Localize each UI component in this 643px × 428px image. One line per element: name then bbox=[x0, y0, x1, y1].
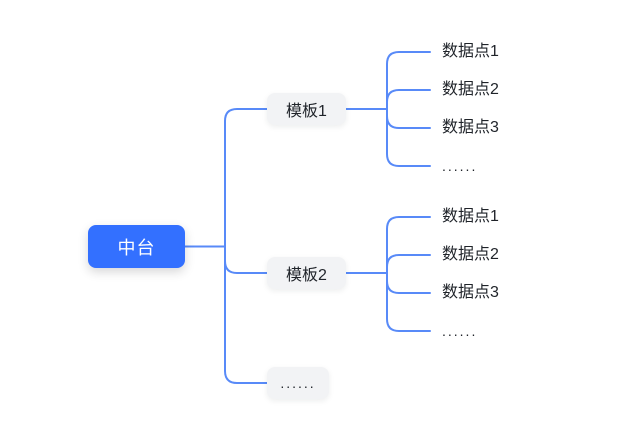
connector-path bbox=[386, 272, 431, 294]
connector-path bbox=[386, 51, 431, 110]
branch-node-3[interactable]: ...... bbox=[267, 367, 329, 399]
connector-path bbox=[224, 245, 268, 274]
connector-path bbox=[224, 245, 268, 384]
connector-path bbox=[386, 254, 431, 274]
leaf-node[interactable]: ...... bbox=[442, 158, 478, 174]
branch-node-1[interactable]: 模板1 bbox=[267, 93, 346, 125]
leaf-node[interactable]: 数据点3 bbox=[442, 119, 499, 136]
connector-path bbox=[224, 108, 268, 248]
connector-path bbox=[386, 216, 431, 274]
leaf-node[interactable]: 数据点2 bbox=[442, 81, 499, 98]
leaf-node[interactable]: 数据点1 bbox=[442, 208, 499, 225]
connector-path bbox=[386, 108, 431, 167]
leaf-node[interactable]: ...... bbox=[442, 323, 478, 339]
leaf-node[interactable]: 数据点3 bbox=[442, 284, 499, 301]
branch-node-2[interactable]: 模板2 bbox=[267, 257, 346, 289]
leaf-node[interactable]: 数据点2 bbox=[442, 246, 499, 263]
root-node[interactable]: 中台 bbox=[88, 225, 185, 268]
leaf-node[interactable]: 数据点1 bbox=[442, 43, 499, 60]
connector-path bbox=[386, 108, 431, 129]
connector-path bbox=[386, 89, 431, 110]
connector-path bbox=[386, 272, 431, 332]
